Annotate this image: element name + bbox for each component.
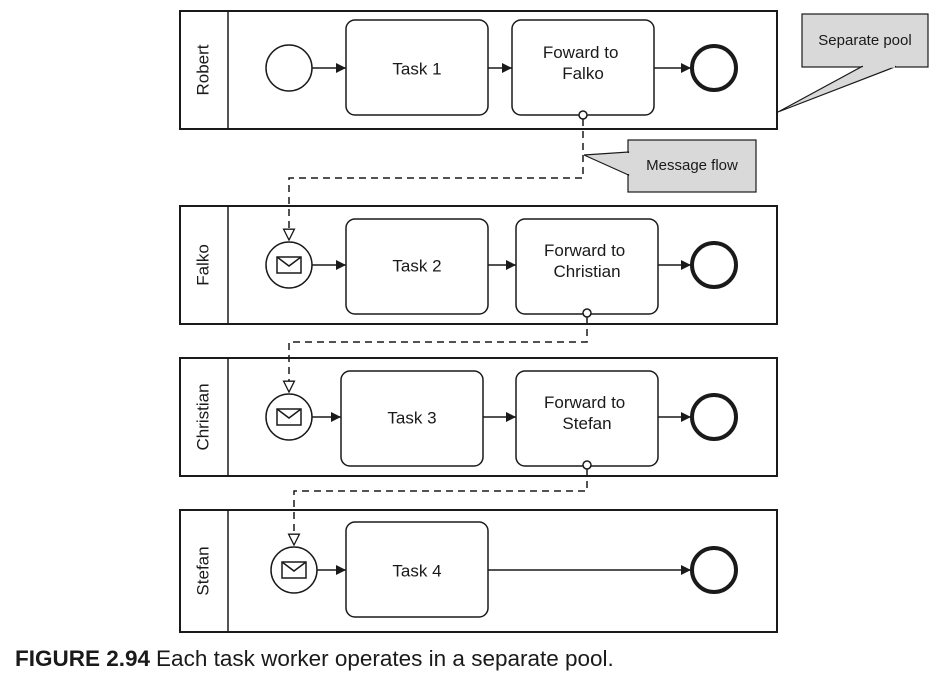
task-label: Task 4 <box>392 561 441 580</box>
task-label: Foward to Falko <box>543 43 623 83</box>
task-label: Forward to Stefan <box>544 393 630 433</box>
task-label-line-1: Foward to <box>543 43 619 62</box>
message-flow-falko-to-christian <box>289 308 592 392</box>
pool-label-christian: Christian <box>193 383 212 450</box>
end-event <box>690 241 738 289</box>
pool-label-robert: Robert <box>193 44 212 95</box>
task-label: Task 3 <box>387 408 436 427</box>
callout-separate-pool-text: Separate pool <box>818 32 911 49</box>
task-label-line-2: Falko <box>562 64 604 83</box>
message-flow-christian-to-stefan <box>294 460 592 545</box>
message-start-event <box>265 241 313 289</box>
task-label: Task 1 <box>392 59 441 78</box>
message-start-event <box>265 393 313 441</box>
task-label: Task 2 <box>392 256 441 275</box>
envelope-icon <box>276 256 302 274</box>
message-start-event <box>270 546 318 594</box>
bpmn-diagram: Robert Task 1 Foward to Falko Falko Task <box>179 10 929 633</box>
start-event <box>265 44 313 92</box>
pool-label-stefan: Stefan <box>193 546 212 595</box>
pool-robert: Robert Task 1 Foward to Falko <box>179 10 778 130</box>
task-label-line-2: Stefan <box>562 414 611 433</box>
task-label: Forward to Christian <box>544 241 630 281</box>
figure-number: FIGURE 2.94 <box>15 646 151 671</box>
callout-message-flow-text: Message flow <box>646 157 738 174</box>
pool-label-falko: Falko <box>193 244 212 286</box>
task-label-line-1: Forward to <box>544 393 625 412</box>
pool-christian: Christian Task 3 Forward to Stefan <box>179 357 778 477</box>
pool-falko: Falko Task 2 Forward to Christian <box>179 205 778 325</box>
figure-caption-text: Each task worker operates in a separate … <box>156 646 614 671</box>
pool-stefan: Stefan Task 4 <box>179 509 778 633</box>
task-box <box>340 370 484 467</box>
callout-message-flow: Message flow <box>583 139 757 193</box>
message-flow-robert-to-falko <box>289 110 588 240</box>
task-label-line-2: Christian <box>553 262 620 281</box>
end-event <box>690 393 738 441</box>
end-event <box>690 546 738 594</box>
callout-separate-pool: Separate pool <box>777 13 929 113</box>
task-box <box>345 218 489 315</box>
envelope-icon <box>281 561 307 579</box>
task-label-line-1: Forward to <box>544 241 625 260</box>
end-event <box>690 44 738 92</box>
envelope-icon <box>276 408 302 426</box>
